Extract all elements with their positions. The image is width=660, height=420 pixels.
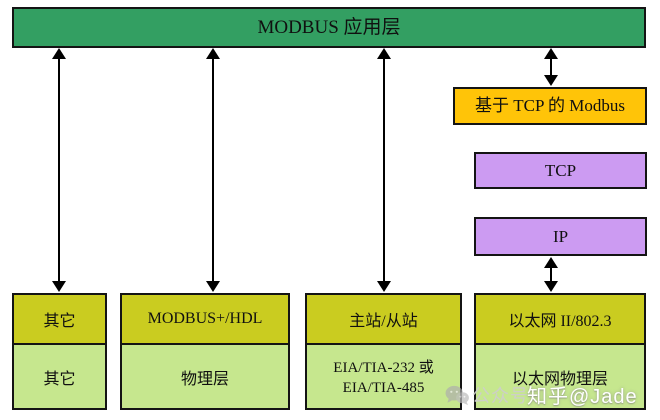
protocol-label-ethernet: 以太网 II/802.3 <box>508 313 612 330</box>
tcp-label: TCP <box>544 160 577 180</box>
modbus-over-tcp-box: 基于 TCP 的 Modbus <box>453 87 647 125</box>
modbus-application-layer-label: MODBUS 应用层 <box>257 16 401 38</box>
physical-cell-ethernet: 以太网物理层 <box>476 345 644 408</box>
physical-cell-other: 其它 <box>14 345 105 408</box>
watermark: 公众号 知乎@Jade <box>444 380 638 409</box>
double-arrow-app-to-modbus-tcp <box>543 48 559 86</box>
physical-label-other: 其它 <box>43 370 76 388</box>
protocol-label-master-slave: 主站/从站 <box>349 313 418 330</box>
double-arrow-master-slave <box>376 48 392 292</box>
wechat-icon <box>445 385 469 405</box>
column-master-slave: 主站/从站 EIA/TIA-232 或 EIA/TIA-485 <box>305 293 462 410</box>
modbus-application-layer-box: MODBUS 应用层 <box>12 7 646 48</box>
double-arrow-other <box>51 48 67 292</box>
tcp-box: TCP <box>474 152 647 189</box>
physical-label-ethernet: 以太网物理层 <box>511 370 608 388</box>
watermark-source-label: 公众号 <box>472 385 529 406</box>
protocol-cell-master-slave: 主站/从站 <box>307 295 460 345</box>
protocol-cell-modbus-plus: MODBUS+/HDL <box>122 295 288 345</box>
column-modbus-plus: MODBUS+/HDL 物理层 <box>120 293 290 410</box>
protocol-label-other: 其它 <box>43 313 76 330</box>
ip-box: IP <box>474 217 647 256</box>
modbus-over-tcp-label: 基于 TCP 的 Modbus <box>474 96 626 116</box>
column-other: 其它 其它 <box>12 293 107 410</box>
physical-label-serial-line2: EIA/TIA-485 <box>342 380 425 396</box>
ip-label: IP <box>552 226 569 246</box>
physical-cell-modbus-plus: 物理层 <box>122 345 288 408</box>
protocol-cell-ethernet: 以太网 II/802.3 <box>476 295 644 345</box>
protocol-label-modbus-plus: MODBUS+/HDL <box>147 310 263 327</box>
column-ethernet: 以太网 II/802.3 以太网物理层 <box>474 293 646 410</box>
physical-cell-serial: EIA/TIA-232 或 EIA/TIA-485 <box>307 345 460 408</box>
protocol-cell-other: 其它 <box>14 295 105 345</box>
physical-label-serial-line1: EIA/TIA-232 或 <box>333 360 434 376</box>
watermark-account-label: 知乎@Jade <box>527 386 638 408</box>
physical-label-modbus-plus: 物理层 <box>180 370 229 388</box>
double-arrow-modbus-plus <box>205 48 221 292</box>
double-arrow-ip-to-ethernet <box>543 257 559 292</box>
